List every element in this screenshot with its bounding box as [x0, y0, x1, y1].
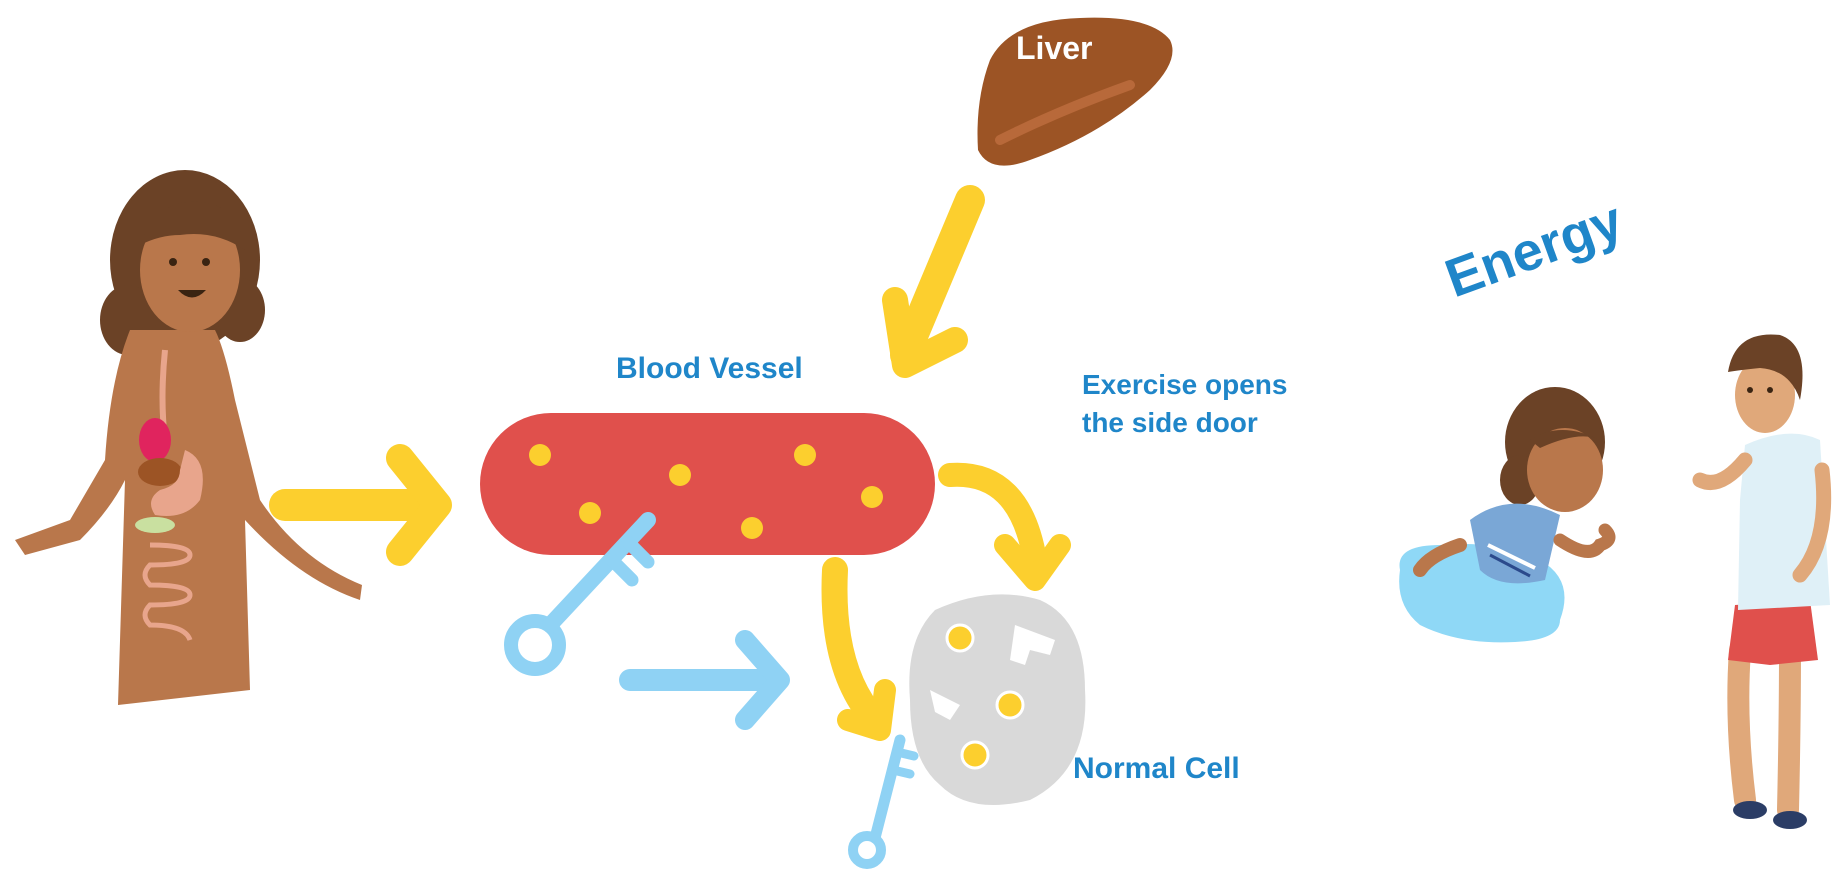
- glucose-dot: [529, 444, 551, 466]
- exercise-label: Exercise opens the side door: [1082, 366, 1312, 442]
- blood-vessel-label: Blood Vessel: [616, 352, 803, 386]
- normal-cell-label: Normal Cell: [1073, 752, 1240, 786]
- exercise-label-line2: the side door: [1082, 404, 1312, 442]
- glucose-dot: [741, 517, 763, 539]
- arrow-side-door: [950, 475, 1060, 580]
- blood-vessel: [480, 413, 935, 555]
- arrow-body-to-vessel: [285, 458, 438, 552]
- exercise-label-line1: Exercise opens: [1082, 366, 1312, 404]
- arrow-liver-to-vessel: [895, 200, 970, 365]
- glucose-dot: [794, 444, 816, 466]
- liver-label: Liver: [1016, 30, 1092, 67]
- glucose-dot: [861, 486, 883, 508]
- normal-cell: [909, 594, 1085, 805]
- key-at-cell-icon: [853, 740, 914, 864]
- glucose-dot: [669, 464, 691, 486]
- arrow-vessel-to-cell: [835, 570, 886, 730]
- glucose-dot: [579, 502, 601, 524]
- swimming-girl-figure: [1399, 387, 1609, 642]
- arrow-key-to-cell: [630, 640, 780, 720]
- standing-boy-figure: [1700, 334, 1830, 829]
- woman-figure: [15, 170, 362, 705]
